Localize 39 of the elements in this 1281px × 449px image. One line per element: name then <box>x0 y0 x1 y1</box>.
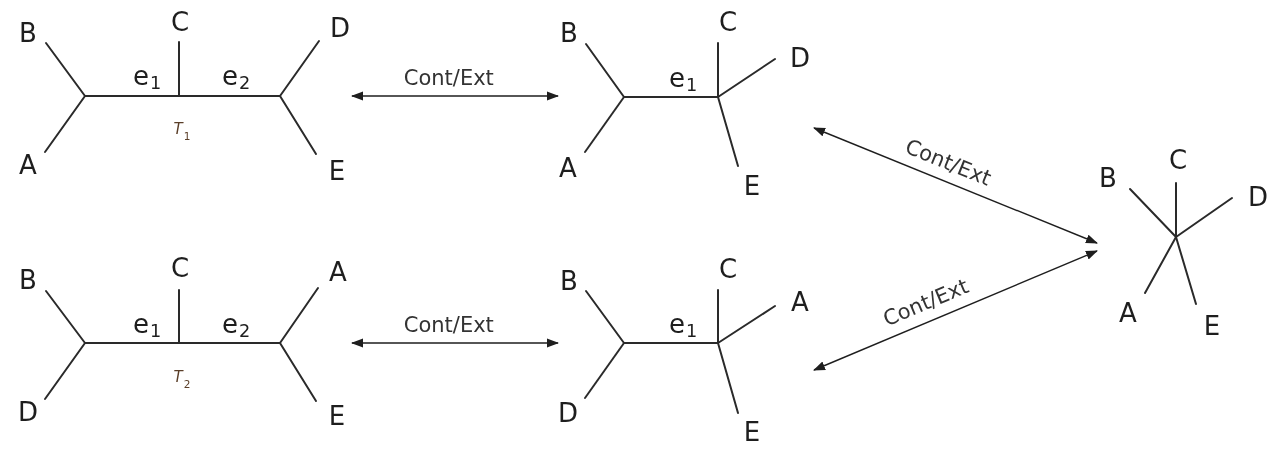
double-arrow <box>813 250 1098 371</box>
leaf-label: A <box>1119 300 1137 326</box>
leaf-label: B <box>1099 165 1117 191</box>
double-arrow <box>351 338 559 348</box>
leaf-label: C <box>718 256 738 282</box>
leaf-label: E <box>743 419 761 445</box>
tree-label: T$_{2}$ <box>173 370 191 390</box>
edge-label: Cont/Ext <box>403 314 494 336</box>
leaf-label: C <box>718 9 738 35</box>
leaf-label: D <box>790 45 810 71</box>
leaf-label: D <box>558 400 578 426</box>
leaf-label: C <box>1168 147 1188 173</box>
branch-label: e$_{1}$ <box>668 311 698 341</box>
edge-label: Cont/Ext <box>403 67 494 89</box>
leaf-label: A <box>559 155 577 181</box>
leaf-label: A <box>19 152 37 178</box>
branch-label: e$_{1}$ <box>132 311 162 341</box>
branch-label: e$_{1}$ <box>668 65 698 95</box>
double-arrow <box>351 91 559 101</box>
leaf-label: A <box>329 259 347 285</box>
leaf-label: C <box>170 255 190 281</box>
leaf-label: B <box>19 20 37 46</box>
leaf-label: E <box>1203 313 1221 339</box>
double-arrow <box>813 127 1098 244</box>
leaf-label: D <box>18 399 38 425</box>
leaf-label: D <box>330 15 350 41</box>
leaf-label: C <box>170 9 190 35</box>
leaf-label: E <box>328 158 346 184</box>
leaf-label: D <box>1248 184 1268 210</box>
branch-label: e$_{1}$ <box>132 63 162 93</box>
leaf-label: A <box>791 289 809 315</box>
leaf-label: B <box>560 268 578 294</box>
tree-label: T$_{1}$ <box>173 122 191 142</box>
leaf-label: B <box>19 267 37 293</box>
leaf-label: E <box>743 173 761 199</box>
branch-label: e$_{2}$ <box>221 311 251 341</box>
leaf-label: B <box>560 20 578 46</box>
leaf-label: E <box>328 403 346 429</box>
branch-label: e$_{2}$ <box>221 63 251 93</box>
